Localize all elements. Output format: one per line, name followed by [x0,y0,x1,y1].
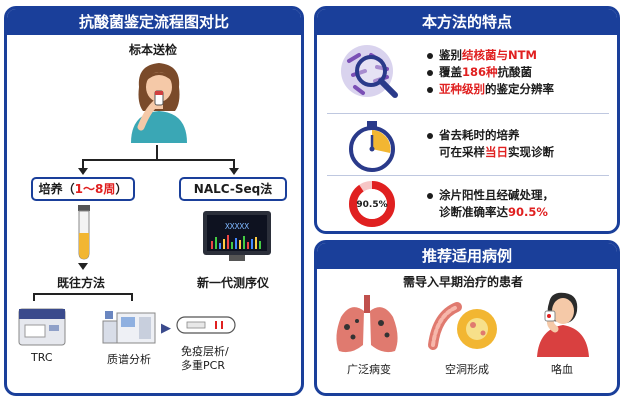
pcr-label: 多重PCR [181,359,225,372]
stopwatch-icon [349,121,395,172]
feature-2-text: 省去耗时的培养 可在采样当日实现诊断 [427,127,554,161]
sample-label: 标本送检 [129,43,178,57]
feature-1-text: 鉴别结核菌与NTM 覆盖186种抗酸菌 亚种级别的鉴定分辨率 [427,47,554,98]
old-method-label: 既往方法 [57,276,106,290]
cases-panel: 推荐适用病例 需导入早期治疗的患者 广泛病变 空洞形成 咯血 [314,240,620,396]
features-title: 本方法的特点 [317,9,617,35]
mass-spec-label: 质谱分析 [107,353,151,366]
accuracy-badge: 90.5% [356,200,387,210]
cases-title: 推荐适用病例 [317,243,617,269]
lungs-icon [336,295,398,353]
hemoptysis-icon [537,292,589,357]
case-label-lesion: 广泛病变 [347,363,391,376]
culture-tube-icon [78,205,90,260]
workflow-panel: 抗酸菌鉴定流程图对比 标本送检 培养（1～8周） NALC-Seq法 既往方法 … [4,6,304,396]
sequencer-icon: XXXXX [203,211,271,261]
patient-sampling-illustration [131,63,187,143]
workflow-title: 抗酸菌鉴定流程图对比 [7,9,301,35]
immuno-label: 免疫层析/ [181,345,229,358]
case-label-hemoptysis: 咯血 [551,363,573,376]
mass-spec-icon [102,311,156,344]
trc-label: TRC [31,351,53,364]
cases-subtitle: 需导入早期治疗的患者 [403,275,524,289]
cavity-icon [428,302,497,350]
case-label-cavity: 空洞形成 [445,363,489,376]
screen-text: XXXXX [225,222,249,231]
culture-box: 培养（1～8周） [31,177,135,201]
sequencing-peaks [211,235,261,249]
bacteria-magnifier-icon [341,45,398,98]
accuracy-donut-icon: 90.5% [349,181,395,227]
feature-3-text: 涂片阳性且经碱处理， 诊断准确率达90.5% [427,187,554,221]
feature-divider [327,175,609,176]
features-panel: 本方法的特点 鉴别结核菌与NTM 覆盖186种抗酸菌 亚种级别的鉴定分辨率 省去… [314,6,620,234]
feature-divider [327,113,609,114]
arrow-right-icon: ▶ [161,321,171,336]
nalc-seq-box: NALC-Seq法 [179,177,287,201]
new-device-label: 新一代测序仪 [197,276,270,290]
trc-device-icon [18,308,66,346]
test-strip-icon [176,316,236,334]
